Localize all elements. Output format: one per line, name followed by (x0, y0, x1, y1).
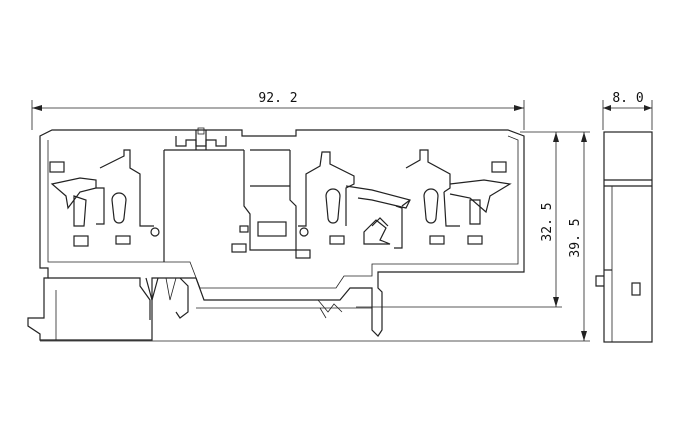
dimension-width-main: 92. 2 (31, 91, 525, 130)
dimension-height-total: 39. 5 (40, 131, 590, 342)
dimension-label-height-total: 39. 5 (568, 218, 583, 257)
dimension-label-height-inner: 32. 5 (540, 202, 555, 241)
clamp-right (405, 149, 512, 227)
front-view (27, 127, 525, 341)
dimension-width-side: 8. 0 (602, 91, 653, 130)
dimension-height-inner: 32. 5 (356, 131, 562, 308)
clamp-middle (298, 151, 411, 249)
side-view (595, 131, 653, 343)
clamp-left (50, 149, 160, 237)
dimension-label-width-side: 8. 0 (612, 91, 643, 106)
dimension-label-width-main: 92. 2 (258, 91, 297, 106)
